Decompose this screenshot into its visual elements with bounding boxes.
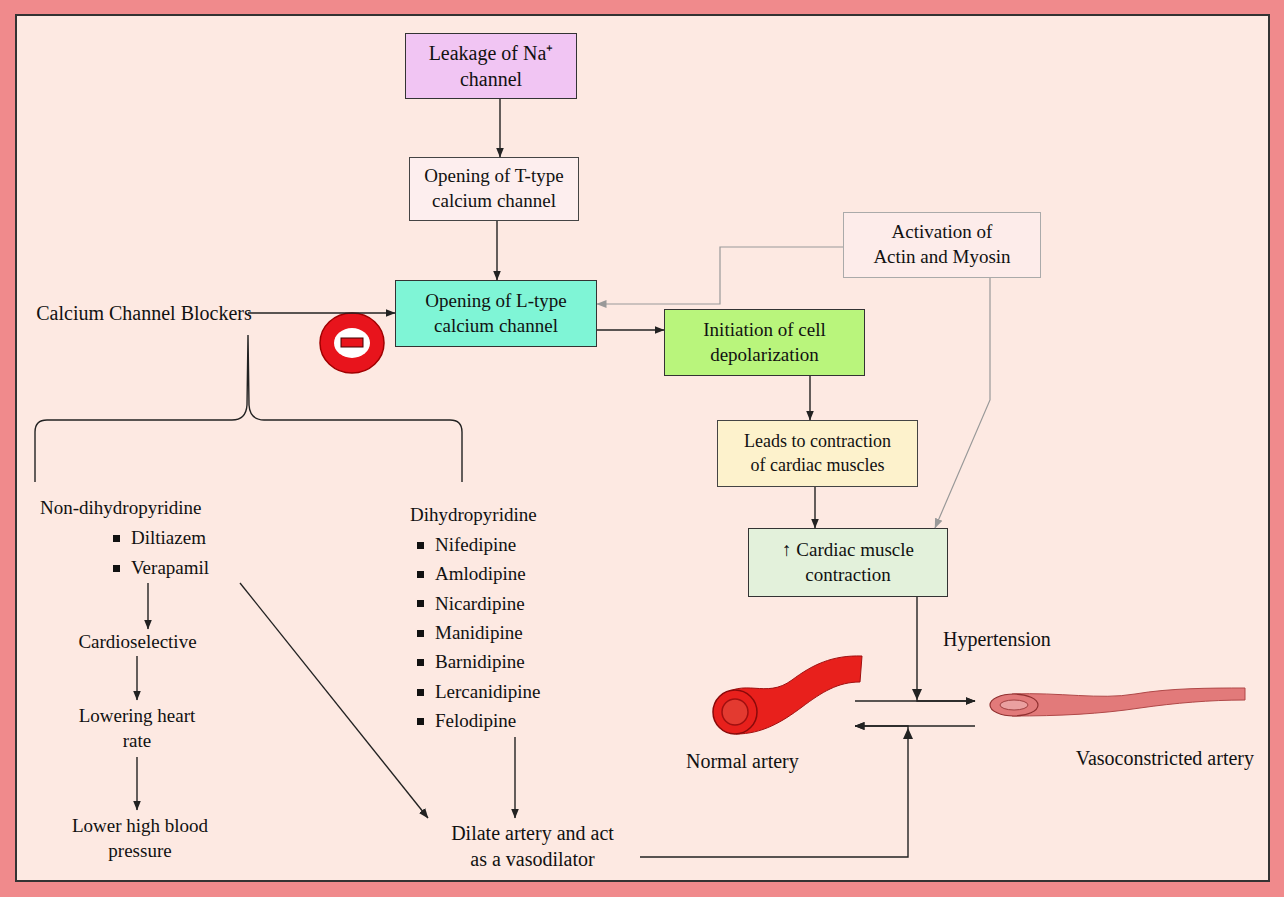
bullet-mark — [113, 535, 120, 542]
text-node: Calcium Channel Blockers — [40, 299, 248, 327]
bullet-mark — [417, 659, 424, 666]
connector-arrow — [496, 221, 497, 280]
process-box: Activation of Actin and Myosin — [843, 212, 1041, 278]
node-text: Diltiazem — [131, 526, 206, 551]
connector-arrow — [855, 725, 975, 726]
process-box: ↑ Cardiac muscle contraction — [748, 528, 948, 597]
connector-arrow — [597, 329, 664, 330]
symbol-hole — [334, 328, 370, 358]
node-text: Normal artery — [686, 748, 799, 774]
text-node: Lowering heart rate — [62, 700, 212, 757]
node-text: Amlodipine — [435, 562, 526, 587]
symbol-bar — [341, 338, 363, 347]
bullet-mark — [417, 718, 424, 725]
node-text: Non-dihydropyridine — [40, 496, 201, 521]
node-text: Dihydropyridine — [410, 503, 537, 528]
list-node: Non-dihydropyridineDiltiazemVerapamil — [40, 493, 252, 583]
artery-node: Normal artery — [680, 648, 855, 778]
artery-lumen — [1000, 700, 1028, 710]
inhibition-symbol — [320, 313, 384, 373]
artery-lumen — [722, 699, 748, 725]
merge-arrowhead — [903, 728, 913, 739]
list-heading: Non-dihydropyridine — [40, 493, 201, 523]
node-text: Nifedipine — [435, 533, 516, 558]
edge-label: Hypertension — [943, 628, 1051, 651]
bullet-mark — [417, 542, 424, 549]
node-text: Opening of L-type calcium channel — [416, 289, 576, 338]
brace-bracket — [35, 335, 462, 482]
node-text: Initiation of cell depolarization — [680, 318, 850, 367]
process-box: Leakage of Na⁺ channel — [405, 33, 577, 99]
node-text: Cardioselective — [78, 630, 196, 655]
bullet-mark — [417, 600, 424, 607]
bullet-mark — [417, 630, 424, 637]
node-text: Dilate artery and act as a vasodilator — [445, 820, 620, 872]
node-text: Leakage of Na⁺ channel — [416, 40, 566, 92]
node-text: ↑ Cardiac muscle contraction — [763, 538, 933, 587]
list-item: Barnidipine — [417, 648, 525, 677]
symbol-ring — [320, 313, 384, 373]
vasoconstricted-artery-illustration — [990, 688, 1245, 716]
text-node: Cardioselective — [60, 629, 215, 656]
list-item: Lercanidipine — [417, 677, 541, 706]
artery-tube — [1012, 688, 1245, 716]
bullet-mark — [113, 565, 120, 572]
artery-opening — [713, 690, 757, 734]
node-text: Opening of T-type calcium channel — [414, 164, 574, 213]
connector-arrow — [514, 737, 515, 818]
node-text: Felodipine — [435, 709, 516, 734]
bullet-mark — [417, 689, 424, 696]
list-item: Amlodipine — [417, 560, 526, 589]
connector-arrow — [814, 487, 815, 528]
node-text: Barnidipine — [435, 650, 525, 675]
bullet-mark — [417, 571, 424, 578]
node-text: Lowering heart rate — [72, 704, 202, 753]
list-heading: Dihydropyridine — [410, 501, 537, 530]
connector-arrow — [136, 757, 137, 810]
list-item: Nicardipine — [417, 589, 525, 618]
artery-opening — [990, 694, 1038, 716]
connector-arrow — [136, 656, 137, 700]
connector-arrow — [855, 700, 975, 701]
merge-arrowhead — [912, 689, 922, 700]
connector-arrow — [597, 247, 843, 304]
text-node: Dilate artery and act as a vasodilator — [425, 818, 640, 874]
connector-arrow — [248, 312, 395, 313]
node-text: Vasoconstricted artery — [1076, 745, 1254, 771]
node-text: Leads to contraction of cardiac muscles — [739, 430, 897, 477]
node-text: Lercanidipine — [435, 680, 541, 705]
node-text: Lower high blood pressure — [53, 814, 228, 863]
process-box: Opening of L-type calcium channel — [395, 280, 597, 347]
node-text: Verapamil — [131, 556, 209, 581]
normal-artery-illustration — [713, 656, 862, 734]
connector-arrow — [935, 278, 990, 528]
connector-arrow — [917, 597, 975, 701]
list-item: Diltiazem — [113, 523, 206, 553]
process-box: Leads to contraction of cardiac muscles — [717, 420, 918, 487]
process-box: Initiation of cell depolarization — [664, 309, 865, 376]
process-box: Opening of T-type calcium channel — [409, 157, 579, 221]
node-text: Activation of Actin and Myosin — [871, 220, 1014, 269]
list-item: Manidipine — [417, 619, 523, 648]
connector-arrow — [499, 99, 500, 157]
connector-arrow — [809, 376, 810, 420]
list-item: Verapamil — [113, 553, 209, 583]
node-text: Manidipine — [435, 621, 523, 646]
text-node: Lower high blood pressure — [45, 810, 235, 867]
list-item: Nifedipine — [417, 530, 516, 559]
list-node: DihydropyridineNifedipineAmlodipineNicar… — [410, 501, 622, 737]
node-text: Calcium Channel Blockers — [36, 300, 252, 326]
list-item: Felodipine — [417, 707, 516, 736]
connector-arrow — [240, 583, 428, 818]
artery-node: Vasoconstricted artery — [975, 680, 1262, 775]
connector-arrow — [640, 726, 908, 857]
node-text: Nicardipine — [435, 592, 525, 617]
connector-arrow — [147, 583, 148, 629]
